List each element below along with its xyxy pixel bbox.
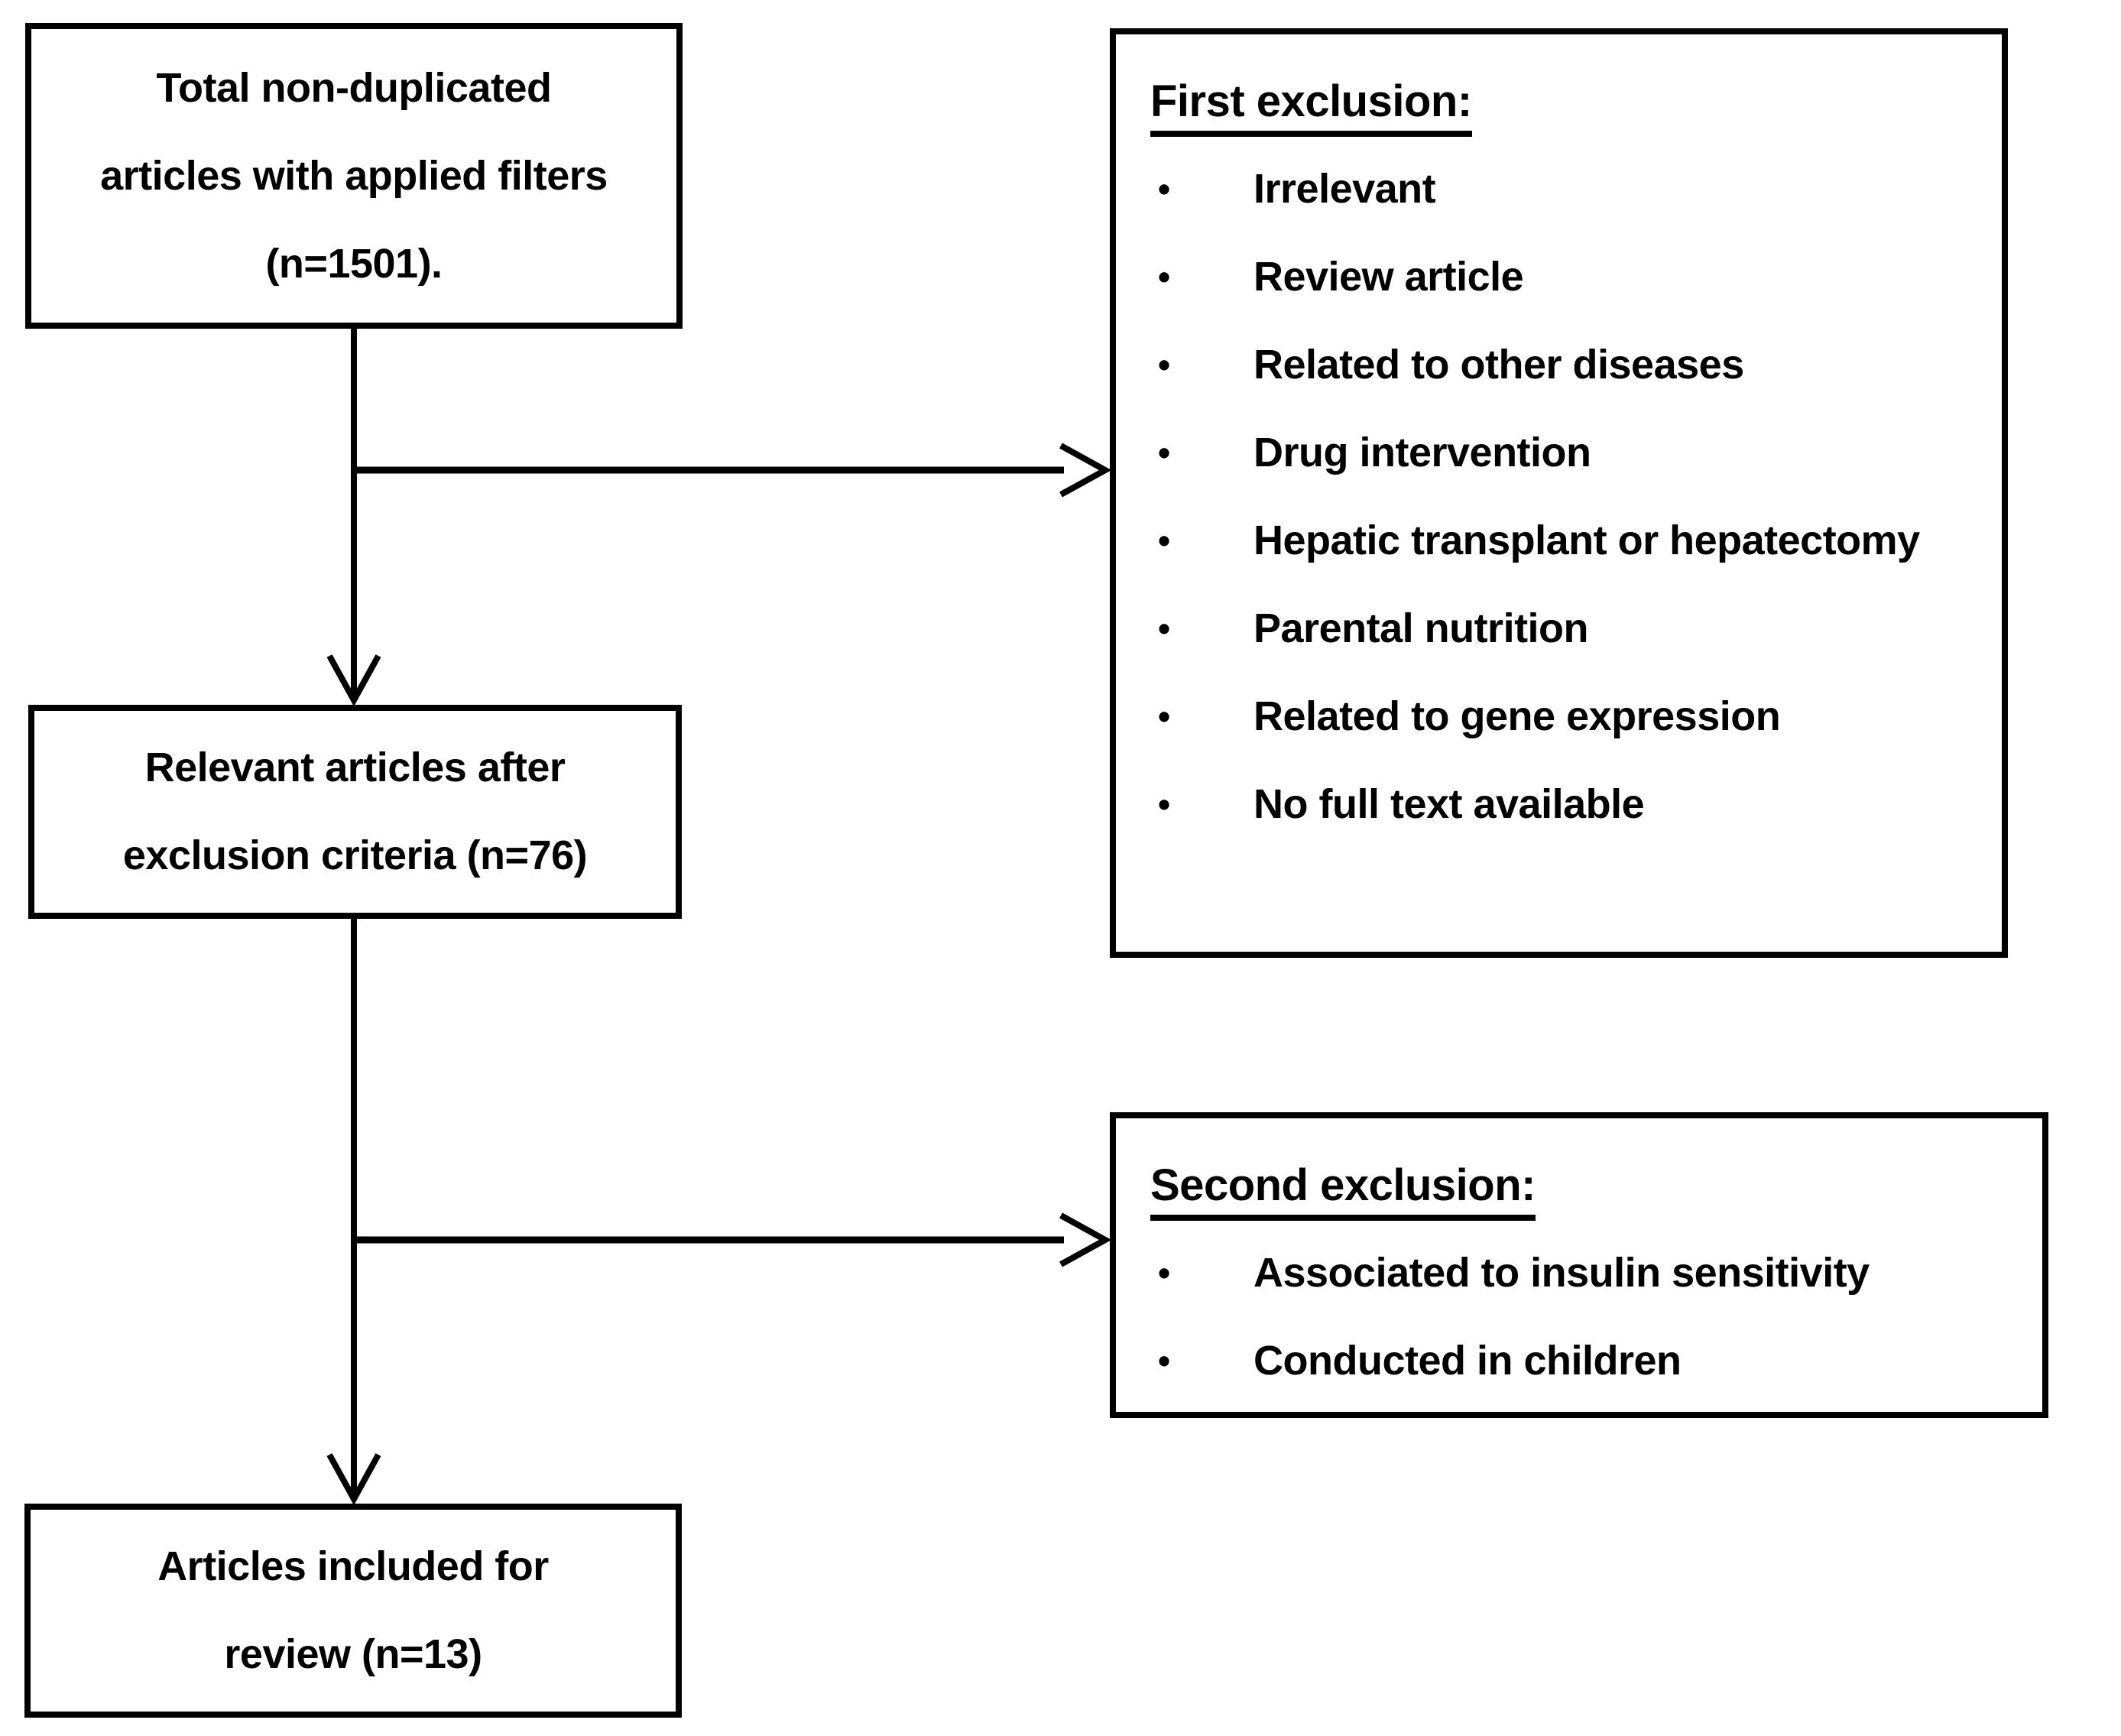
list-item-label: Irrelevant: [1253, 166, 1436, 212]
box-included-articles: Articles included for review (n=13): [24, 1504, 682, 1718]
box-total-line-1: Total non-duplicated: [156, 64, 552, 111]
second-exclusion-title: Second exclusion:: [1150, 1141, 2019, 1229]
list-item: • Associated to insulin sensitivity: [1150, 1229, 2019, 1317]
list-item: • Hepatic transplant or hepatectomy: [1150, 497, 1979, 585]
bullet-icon: •: [1158, 696, 1170, 736]
box-included-line-1: Articles included for: [157, 1543, 549, 1589]
box-total-articles: Total non-duplicated articles with appli…: [25, 23, 683, 329]
box-total-line-3: (n=1501).: [265, 240, 443, 287]
bullet-icon: •: [1158, 608, 1170, 648]
list-item: • Related to other diseases: [1150, 321, 1979, 409]
list-item-label: Related to other diseases: [1253, 342, 1744, 388]
bullet-icon: •: [1158, 345, 1170, 385]
bullet-icon: •: [1158, 257, 1170, 297]
list-item: • Related to gene expression: [1150, 673, 1979, 761]
list-item-label: Related to gene expression: [1253, 693, 1781, 739]
first-exclusion-title: First exclusion:: [1150, 57, 1979, 145]
list-item: • No full text available: [1150, 761, 1979, 849]
list-item: • Drug intervention: [1150, 409, 1979, 497]
box-relevant-line-1: Relevant articles after: [144, 745, 566, 790]
arrowhead-right-2: [1059, 1212, 1112, 1267]
box-included-line-2: review (n=13): [224, 1631, 482, 1677]
list-item: • Review article: [1150, 233, 1979, 321]
arrowhead-down-2: [326, 1453, 381, 1506]
list-item-label: Associated to insulin sensitivity: [1253, 1250, 1870, 1296]
first-exclusion-list: • Irrelevant • Review article • Related …: [1150, 145, 1979, 849]
box-first-exclusion: First exclusion: • Irrelevant • Review a…: [1110, 28, 2008, 958]
list-item-label: Drug intervention: [1253, 430, 1591, 475]
list-item: • Conducted in children: [1150, 1317, 2019, 1405]
bullet-icon: •: [1158, 784, 1170, 824]
box-relevant-articles: Relevant articles after exclusion criter…: [28, 705, 682, 919]
list-item: • Parental nutrition: [1150, 585, 1979, 673]
box-second-exclusion: Second exclusion: • Associated to insuli…: [1110, 1112, 2048, 1418]
second-exclusion-list: • Associated to insulin sensitivity • Co…: [1150, 1229, 2019, 1405]
arrowhead-right-1: [1059, 443, 1112, 498]
box-relevant-line-2: exclusion criteria (n=76): [122, 832, 588, 878]
list-item: • Irrelevant: [1150, 145, 1979, 233]
bullet-icon: •: [1158, 1253, 1170, 1293]
bullet-icon: •: [1158, 1341, 1170, 1381]
list-item-label: Conducted in children: [1253, 1338, 1682, 1384]
list-item-label: No full text available: [1253, 781, 1645, 827]
list-item-label: Hepatic transplant or hepatectomy: [1253, 518, 1920, 563]
bullet-icon: •: [1158, 521, 1170, 560]
list-item-label: Parental nutrition: [1253, 605, 1589, 651]
arrowhead-down-1: [326, 654, 381, 707]
bullet-icon: •: [1158, 433, 1170, 472]
list-item-label: Review article: [1253, 254, 1524, 300]
box-total-line-2: articles with applied filters: [100, 152, 608, 199]
bullet-icon: •: [1158, 169, 1170, 209]
